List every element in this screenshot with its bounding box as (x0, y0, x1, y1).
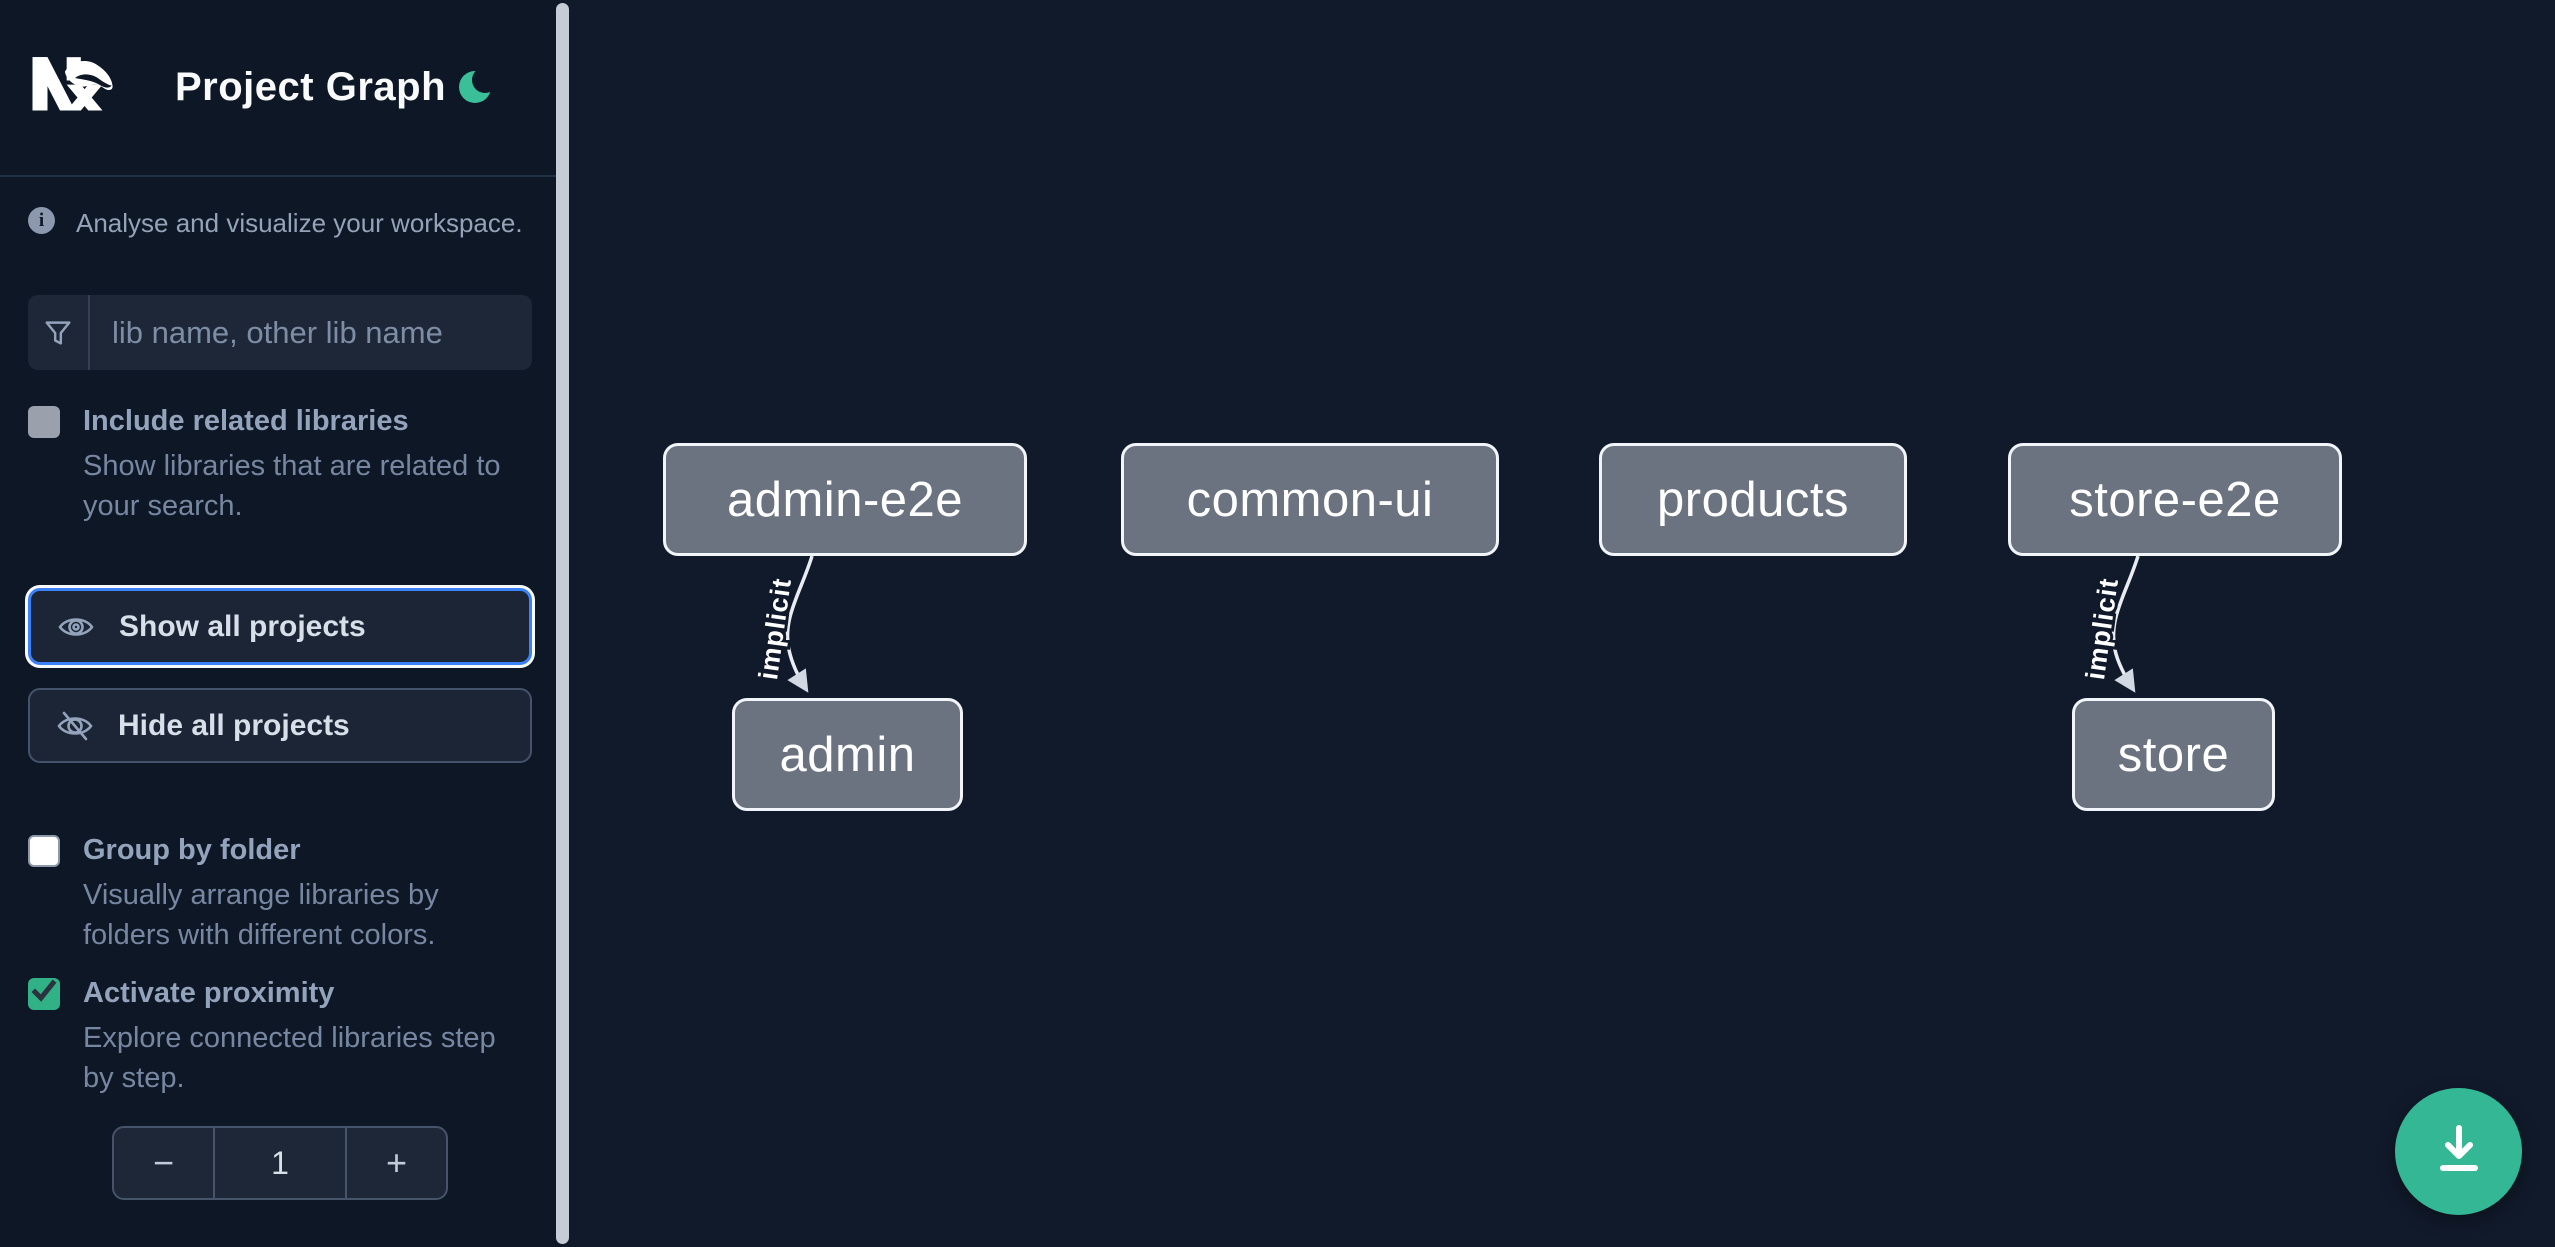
activate-proximity-description: Explore connected libraries step by step… (83, 1022, 496, 1094)
eye-icon (57, 613, 95, 641)
edge-admin-e2e-to-admin (785, 555, 814, 693)
group-by-folder-checkbox[interactable] (28, 834, 60, 867)
group-by-folder-description: Visually arrange libraries by folders wi… (83, 879, 439, 951)
sidebar-scrollbar[interactable] (556, 3, 569, 1244)
include-related-block: Include related libraries Show libraries… (28, 405, 532, 526)
page-title: Project Graph (175, 65, 447, 109)
decrement-button[interactable]: − (114, 1128, 213, 1198)
activate-proximity-checkbox[interactable] (28, 977, 60, 1010)
activate-proximity-label: Activate proximity (83, 977, 335, 1009)
show-all-projects-button[interactable]: Show all projects (28, 588, 532, 665)
filter-icon[interactable] (28, 295, 90, 370)
sidebar-content: i Analyse and visualize your workspace. … (0, 207, 560, 1200)
search-input[interactable] (90, 295, 532, 370)
download-icon (2429, 1120, 2489, 1183)
node-admin[interactable]: admin (732, 698, 963, 811)
depth-value: 1 (213, 1128, 347, 1198)
node-common-ui[interactable]: common-ui (1121, 443, 1499, 556)
hide-all-projects-label: Hide all projects (118, 708, 350, 742)
include-related-description: Show libraries that are related to your … (83, 450, 501, 522)
sidebar-header: Project Graph (0, 0, 560, 177)
graph-canvas[interactable]: implicit implicit admin-e2e common-ui pr… (560, 0, 2555, 1247)
search-box (28, 295, 532, 370)
edge-label-implicit-2: implicit (2080, 576, 2124, 682)
nx-logo-icon (25, 44, 125, 132)
group-by-folder-label: Group by folder (83, 834, 301, 866)
include-related-label: Include related libraries (83, 405, 409, 437)
include-related-checkbox[interactable] (28, 405, 60, 438)
checkmark-icon (31, 978, 57, 1009)
node-admin-e2e[interactable]: admin-e2e (663, 443, 1027, 556)
show-all-projects-label: Show all projects (119, 609, 366, 643)
graph-edges: implicit implicit (750, 555, 2140, 693)
edge-label-implicit-1: implicit (753, 576, 797, 682)
info-icon: i (28, 207, 55, 234)
download-image-button[interactable] (2395, 1088, 2522, 1215)
node-store[interactable]: store (2072, 698, 2275, 811)
activate-proximity-block: Activate proximity Explore connected lib… (28, 977, 532, 1098)
theme-toggle-button[interactable] (456, 66, 500, 110)
node-store-e2e[interactable]: store-e2e (2008, 443, 2342, 556)
proximity-depth-stepper: − 1 + (112, 1126, 448, 1200)
edge-store-e2e-to-store (2111, 555, 2140, 693)
group-by-folder-block: Group by folder Visually arrange librari… (28, 834, 532, 955)
workspace-info: i Analyse and visualize your workspace. (28, 207, 532, 239)
sidebar: Project Graph i Analyse and visualize yo… (0, 0, 569, 1247)
increment-button[interactable]: + (347, 1128, 446, 1198)
info-text: Analyse and visualize your workspace. (76, 208, 523, 238)
moon-icon (456, 64, 500, 111)
eye-off-icon (56, 711, 94, 740)
node-products[interactable]: products (1599, 443, 1907, 556)
hide-all-projects-button[interactable]: Hide all projects (28, 688, 532, 763)
